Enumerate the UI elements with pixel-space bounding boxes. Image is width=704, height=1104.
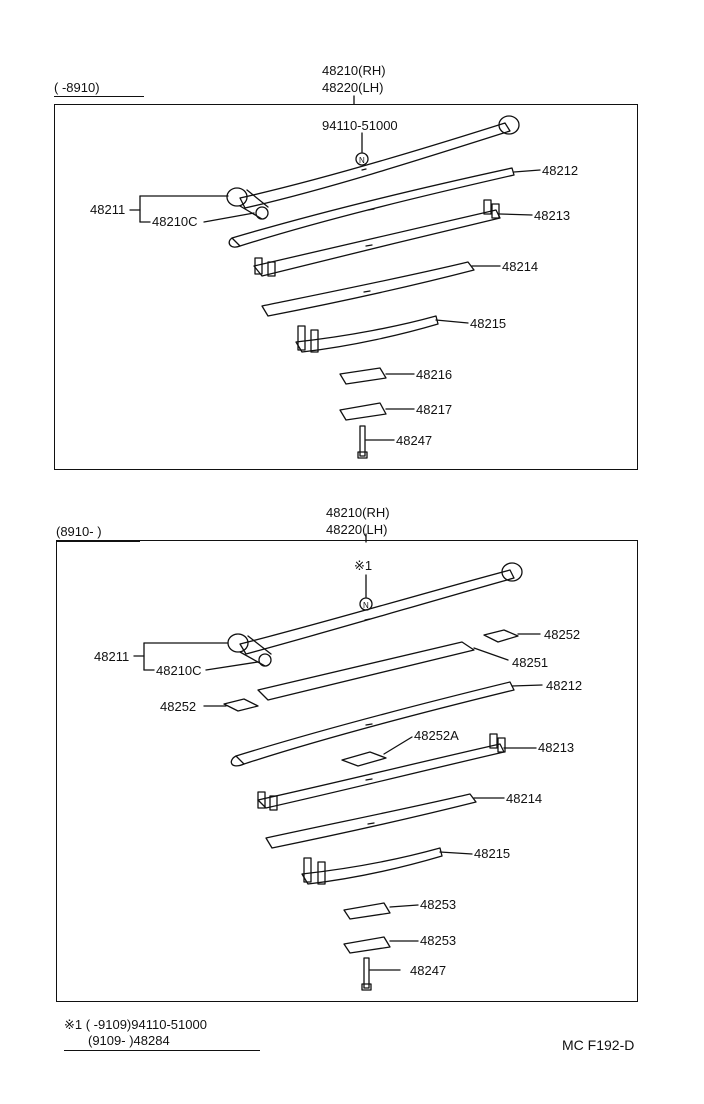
pad-48216-top — [339, 367, 415, 385]
bottom-label-48251: 48251 — [512, 655, 549, 670]
bottom-label-48252-right: 48252 — [544, 627, 581, 642]
figure-code: MC F192-D — [562, 1037, 635, 1053]
leaf-48212-bottom — [230, 681, 543, 767]
liner-48251-bottom — [257, 641, 509, 701]
center-bolt-bottom — [361, 957, 401, 991]
top-label-48247: 48247 — [396, 433, 433, 448]
top-label-48216: 48216 — [416, 367, 453, 382]
leaf-48214-bottom — [265, 793, 505, 849]
bracket-48211-top — [129, 195, 255, 223]
bottom-label-48252-left: 48252 — [160, 699, 197, 714]
bracket-48211-bottom — [133, 642, 259, 671]
top-section-frame — [54, 104, 638, 470]
bottom-label-48213: 48213 — [538, 740, 575, 755]
top-header-rh: 48210(RH) — [322, 63, 386, 78]
bottom-label-48215: 48215 — [474, 846, 511, 861]
pad-48253-b — [343, 936, 419, 954]
bottom-label-48247: 48247 — [410, 963, 447, 978]
top-label-48210c: 48210C — [152, 214, 198, 229]
pad-48253-a — [343, 902, 419, 920]
bottom-header-lh: 48220(LH) — [326, 522, 388, 537]
footnote-underline — [64, 1050, 260, 1051]
main-leaf-top — [226, 115, 520, 220]
bottom-header-rh: 48210(RH) — [326, 505, 390, 520]
center-nut-bottom: N — [359, 574, 373, 611]
top-label-48212: 48212 — [542, 163, 579, 178]
top-nut-part-label: 94110-51000 — [322, 118, 398, 133]
bottom-range-underline — [56, 541, 140, 542]
bottom-label-48210c: 48210C — [156, 663, 202, 678]
pad-48252a — [341, 723, 413, 767]
top-label-48213: 48213 — [534, 208, 571, 223]
bottom-range-label: (8910- ) — [56, 524, 102, 539]
bottom-label-48253-b: 48253 — [420, 933, 457, 948]
leaf-48215-bottom — [301, 847, 473, 885]
footnote-line-1: ※1 ( -9109)94110-51000 — [64, 1017, 207, 1032]
top-label-48217: 48217 — [416, 402, 453, 417]
top-label-48214: 48214 — [502, 259, 539, 274]
leaf-48212-top — [228, 167, 541, 248]
main-leaf-bottom — [227, 562, 523, 667]
top-label-48215: 48215 — [470, 316, 507, 331]
bottom-label-48214: 48214 — [506, 791, 543, 806]
leaf-48214-top — [261, 261, 501, 317]
leaf-48213-top — [253, 199, 533, 277]
top-header-lh: 48220(LH) — [322, 80, 384, 95]
bottom-section-drawing: N — [133, 533, 543, 991]
top-label-48211: 48211 — [90, 202, 126, 217]
leaf-48213-bottom — [257, 733, 537, 811]
top-range-underline — [54, 96, 144, 97]
bottom-note-ref: ※1 — [354, 558, 373, 573]
pad-48217-top — [339, 402, 415, 421]
bottom-section-frame — [56, 540, 638, 1002]
center-nut-top: N — [355, 132, 369, 166]
svg-text:N: N — [359, 156, 365, 165]
pad-48252-right — [483, 629, 541, 643]
svg-text:N: N — [363, 601, 369, 610]
bottom-label-48252a: 48252A — [414, 728, 459, 743]
top-section-drawing: N — [129, 95, 541, 459]
footnote-line-2: (9109- )48284 — [88, 1033, 170, 1048]
pad-48252-left — [203, 698, 259, 712]
bottom-label-48253-a: 48253 — [420, 897, 457, 912]
bottom-label-48212: 48212 — [546, 678, 583, 693]
center-bolt-top — [357, 425, 395, 459]
top-range-label: ( -8910) — [54, 80, 100, 95]
leaf-48215-top — [295, 315, 469, 353]
bottom-label-48211: 48211 — [94, 649, 130, 664]
